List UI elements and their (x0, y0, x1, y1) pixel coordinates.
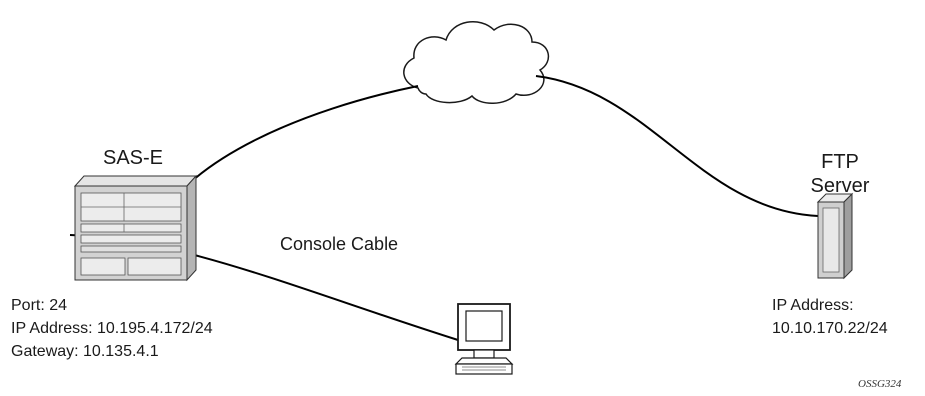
figure-id-label: OSSG324 (858, 378, 902, 390)
router-ip-label: IP Address: 10.195.4.172/24 (11, 320, 213, 337)
server-title-line2: Server (811, 175, 870, 197)
router-port-label: Port: 24 (11, 297, 67, 314)
ftp-server-icon (816, 192, 854, 280)
server-title-line1: FTP (821, 151, 859, 173)
server-ip-value: 10.10.170.22/24 (772, 320, 888, 337)
terminal-icon (454, 303, 514, 375)
link-router-cloud (157, 85, 419, 223)
link-cloud-server (535, 75, 819, 217)
router-chassis-icon (73, 174, 198, 282)
cloud-icon (403, 21, 550, 104)
router-gateway-label: Gateway: 10.135.4.1 (11, 343, 159, 360)
server-ip-label: IP Address: (772, 297, 854, 314)
router-name-label: SAS-E (103, 147, 163, 169)
console-cable-label: Console Cable (280, 234, 398, 254)
